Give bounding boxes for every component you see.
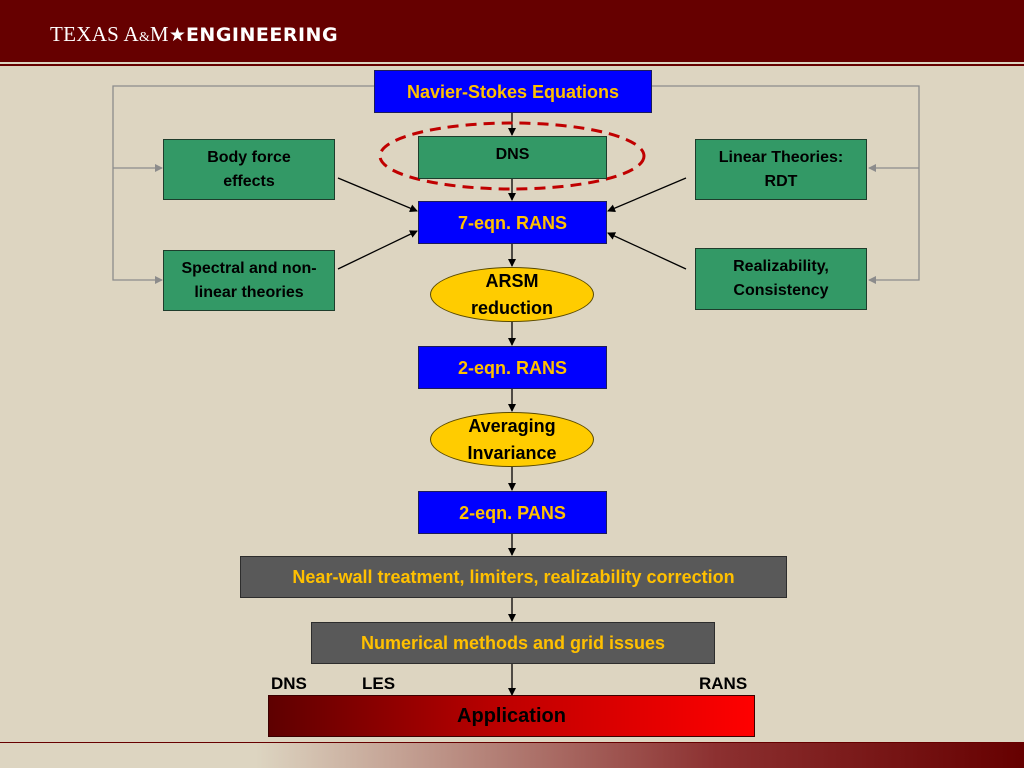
header-divider bbox=[0, 64, 1024, 66]
star-icon: ★ bbox=[168, 24, 186, 46]
near-wall-box: Near-wall treatment, limiters, realizabi… bbox=[240, 556, 787, 598]
averaging-invariance-ellipse: Averaging Invariance bbox=[430, 412, 594, 467]
pans-2eqn-box: 2-eqn. PANS bbox=[418, 491, 607, 534]
linear-label-1: Linear Theories: bbox=[718, 148, 844, 166]
near-wall-label: Near-wall treatment, limiters, realizabi… bbox=[292, 567, 735, 587]
dns-highlight-ellipse bbox=[378, 121, 646, 191]
linear-label-2: RDT bbox=[764, 172, 798, 190]
rans-7eqn-box: 7-eqn. RANS bbox=[418, 201, 607, 244]
tamu-engineering-logo: TEXAS A&M★ENGINEERING bbox=[50, 22, 338, 47]
numerical-methods-label: Numerical methods and grid issues bbox=[360, 633, 666, 653]
pans-2eqn-label: 2-eqn. PANS bbox=[459, 502, 566, 523]
realizability-label-1: Realizability, bbox=[733, 258, 829, 275]
logo-ampersand: & bbox=[139, 30, 150, 45]
scale-rans-label: RANS bbox=[699, 674, 748, 693]
logo-m: M bbox=[149, 22, 169, 46]
realizability-box: Realizability, Consistency bbox=[695, 248, 867, 310]
scale-les-label: LES bbox=[362, 674, 396, 693]
rans-2eqn-label: 2-eqn. RANS bbox=[457, 357, 567, 378]
arsm-label-1: ARSM bbox=[485, 270, 539, 291]
numerical-methods-box: Numerical methods and grid issues bbox=[311, 622, 715, 664]
footer-gradient-bar bbox=[0, 743, 1024, 768]
footer-divider bbox=[0, 742, 1024, 743]
application-bar: Application bbox=[268, 695, 755, 737]
realizability-label-2: Consistency bbox=[733, 282, 829, 299]
scale-dns-label: DNS bbox=[271, 674, 307, 693]
header-bar bbox=[0, 0, 1024, 62]
dns-label: DNS bbox=[495, 146, 530, 163]
rans-7eqn-label: 7-eqn. RANS bbox=[457, 212, 567, 233]
linear-theories-box: Linear Theories: RDT bbox=[695, 139, 867, 200]
application-label: Application bbox=[457, 704, 566, 727]
body-force-label-1: Body force bbox=[207, 148, 291, 166]
rans-2eqn-box: 2-eqn. RANS bbox=[418, 346, 607, 389]
averaging-label-2: Invariance bbox=[467, 442, 557, 463]
dns-box: DNS bbox=[418, 136, 607, 179]
navier-stokes-label: Navier-Stokes Equations bbox=[406, 81, 620, 102]
body-force-label-2: effects bbox=[223, 172, 275, 190]
logo-engineering: ENGINEERING bbox=[185, 24, 339, 46]
navier-stokes-box: Navier-Stokes Equations bbox=[374, 70, 652, 113]
logo-texas: TEXAS A bbox=[50, 22, 140, 46]
arsm-reduction-ellipse: ARSM reduction bbox=[430, 267, 594, 322]
body-force-box: Body force effects bbox=[163, 139, 335, 200]
spectral-label-2: linear theories bbox=[194, 283, 304, 301]
spectral-label-1: Spectral and non- bbox=[181, 259, 317, 277]
averaging-label-1: Averaging bbox=[468, 415, 556, 436]
spectral-theories-box: Spectral and non- linear theories bbox=[163, 250, 335, 311]
arsm-label-2: reduction bbox=[470, 297, 553, 318]
feedback-lines bbox=[112, 85, 920, 284]
